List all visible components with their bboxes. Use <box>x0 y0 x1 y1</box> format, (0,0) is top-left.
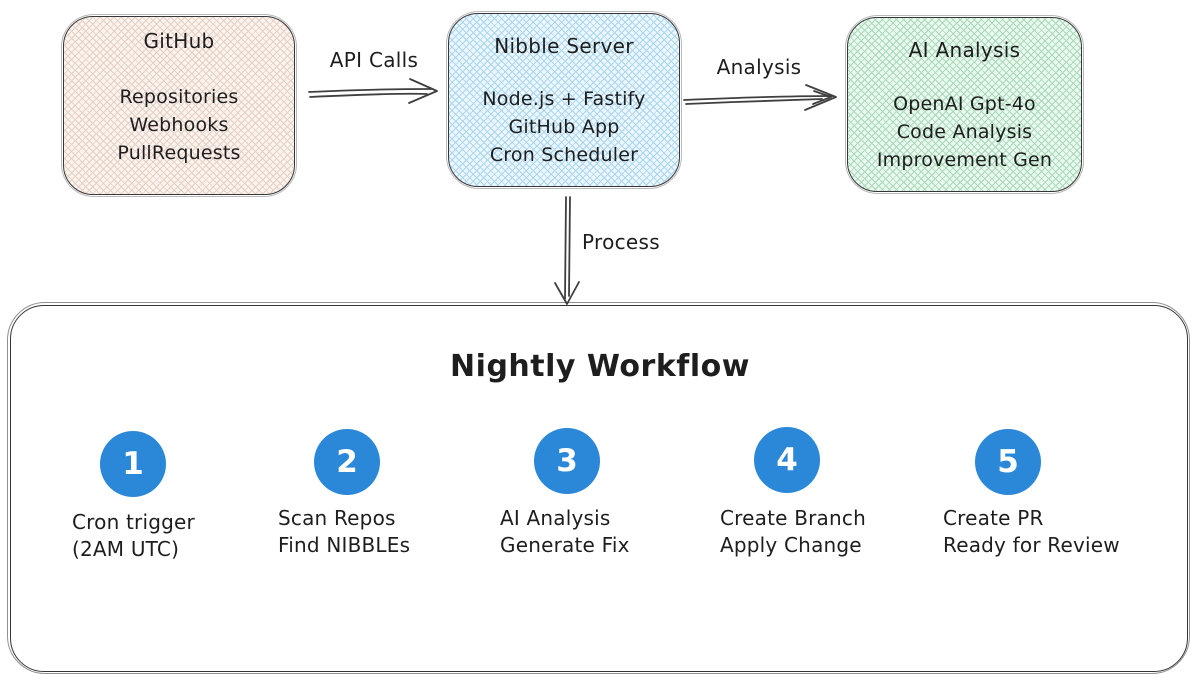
step-label-line: Ready for Review <box>943 533 1120 557</box>
node-line: Node.js + Fastify <box>482 88 646 110</box>
step-label-3: AI Analysis Generate Fix <box>500 505 630 559</box>
step-label-5: Create PR Ready for Review <box>943 505 1120 559</box>
node-line: OpenAI Gpt-4o <box>893 93 1036 115</box>
step-label-1: Cron trigger (2AM UTC) <box>72 509 195 563</box>
github-node-title: GitHub <box>143 29 215 53</box>
api-calls-edge-label: API Calls <box>329 48 419 72</box>
step-circle-1: 1 <box>100 431 166 497</box>
nibble-server-node-title: Nibble Server <box>494 34 634 58</box>
step-label-line: Apply Change <box>720 533 862 557</box>
api-calls-arrow <box>308 78 438 104</box>
node-line: Cron Scheduler <box>489 144 639 166</box>
step-label-line: Create Branch <box>720 506 866 530</box>
step-circle-4: 4 <box>754 427 820 493</box>
analysis-edge-label: Analysis <box>716 55 802 79</box>
step-circle-2: 2 <box>314 429 380 495</box>
step-label-line: Cron trigger <box>72 510 195 534</box>
node-line: Repositories <box>119 86 239 108</box>
nightly-workflow-title: Nightly Workflow <box>450 349 750 384</box>
step-label-line: (2AM UTC) <box>72 537 180 561</box>
process-arrow <box>554 196 580 305</box>
ai-analysis-node: AI Analysis OpenAI Gpt-4o Code Analysis … <box>845 15 1084 194</box>
ai-analysis-node-lines: OpenAI Gpt-4o Code Analysis Improvement … <box>848 90 1081 174</box>
github-node: GitHub Repositories Webhooks PullRequest… <box>61 14 297 197</box>
step-label-2: Scan Repos Find NIBBLEs <box>278 505 410 559</box>
step-label-line: Generate Fix <box>500 533 630 557</box>
github-node-lines: Repositories Webhooks PullRequests <box>64 83 294 167</box>
step-label-line: AI Analysis <box>500 506 611 530</box>
process-edge-label: Process <box>582 230 660 254</box>
nibble-server-node-lines: Node.js + Fastify GitHub App Cron Schedu… <box>449 85 679 169</box>
ai-analysis-node-title: AI Analysis <box>908 38 1021 62</box>
step-label-line: Find NIBBLEs <box>278 533 411 557</box>
node-line: Code Analysis <box>896 121 1033 143</box>
step-circle-3: 3 <box>534 428 600 494</box>
node-line: Improvement Gen <box>876 149 1053 171</box>
step-label-line: Scan Repos <box>278 506 396 530</box>
node-line: Webhooks <box>129 114 229 136</box>
step-label-line: Create PR <box>943 506 1044 530</box>
step-label-4: Create Branch Apply Change <box>720 505 866 559</box>
analysis-arrow <box>683 84 837 111</box>
step-circle-5: 5 <box>975 429 1041 495</box>
nibble-server-node: Nibble Server Node.js + Fastify GitHub A… <box>446 11 682 189</box>
node-line: PullRequests <box>117 142 241 164</box>
node-line: GitHub App <box>508 116 620 138</box>
